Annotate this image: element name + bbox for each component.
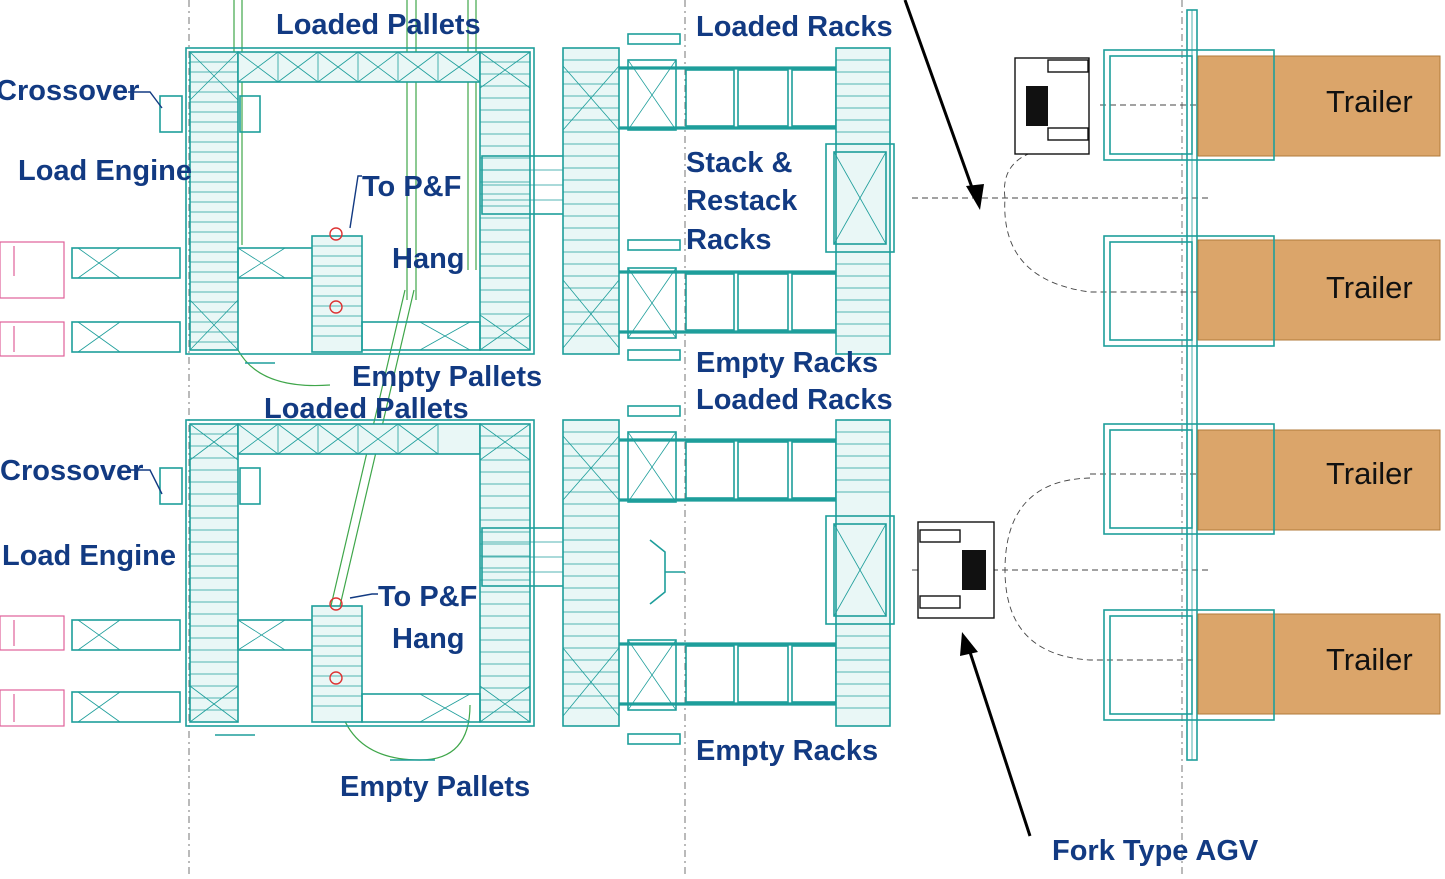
top-left-block <box>159 47 535 364</box>
label-to-pf-bottom: To P&F <box>378 581 477 613</box>
label-empty-pallets-top: Empty Pallets <box>352 361 542 393</box>
label-crossover-bottom: Crossover <box>0 455 143 487</box>
trailer-2 <box>1197 239 1441 341</box>
label-trailer-4: Trailer <box>1326 642 1413 677</box>
agv-top <box>1014 57 1090 155</box>
trailer-3 <box>1197 429 1441 531</box>
rack-area-top <box>562 33 895 361</box>
label-crossover-top: Crossover <box>0 75 139 107</box>
rack-area-bottom <box>562 405 895 745</box>
label-hang-top: Hang <box>392 243 465 275</box>
label-trailer-2: Trailer <box>1326 270 1413 305</box>
label-load-engine-top: Load Engine <box>18 155 192 187</box>
label-empty-racks-top: Empty Racks <box>696 347 878 379</box>
label-stack-line3: Racks <box>686 224 771 256</box>
trailers <box>1103 49 1441 721</box>
trailer-4 <box>1197 613 1441 715</box>
callout-arrows <box>128 0 1032 837</box>
agv-bottom <box>917 521 995 619</box>
label-empty-pallets-bottom: Empty Pallets <box>340 771 530 803</box>
top-load-engine-feeds <box>0 241 181 357</box>
label-hang-bottom: Hang <box>392 623 465 655</box>
bottom-left-block <box>159 419 535 761</box>
label-loaded-pallets-top: Loaded Pallets <box>276 9 481 41</box>
label-to-pf-top: To P&F <box>362 171 461 203</box>
bottom-load-engine-feeds <box>0 615 181 727</box>
label-trailer-3: Trailer <box>1326 456 1413 491</box>
label-stack-line1: Stack & <box>686 147 792 179</box>
label-loaded-pallets-bottom: Loaded Pallets <box>264 393 469 425</box>
trailer-1 <box>1197 55 1441 157</box>
label-loaded-racks-bottom: Loaded Racks <box>696 384 893 416</box>
label-trailer-1: Trailer <box>1326 84 1413 119</box>
guide-lines <box>188 0 1183 874</box>
label-stack-line2: Restack <box>686 185 798 217</box>
label-load-engine-bottom: Load Engine <box>2 540 176 572</box>
label-loaded-racks-top: Loaded Racks <box>696 11 893 43</box>
label-empty-racks-bottom: Empty Racks <box>696 735 878 767</box>
label-fork-agv: Fork Type AGV <box>1052 835 1259 867</box>
